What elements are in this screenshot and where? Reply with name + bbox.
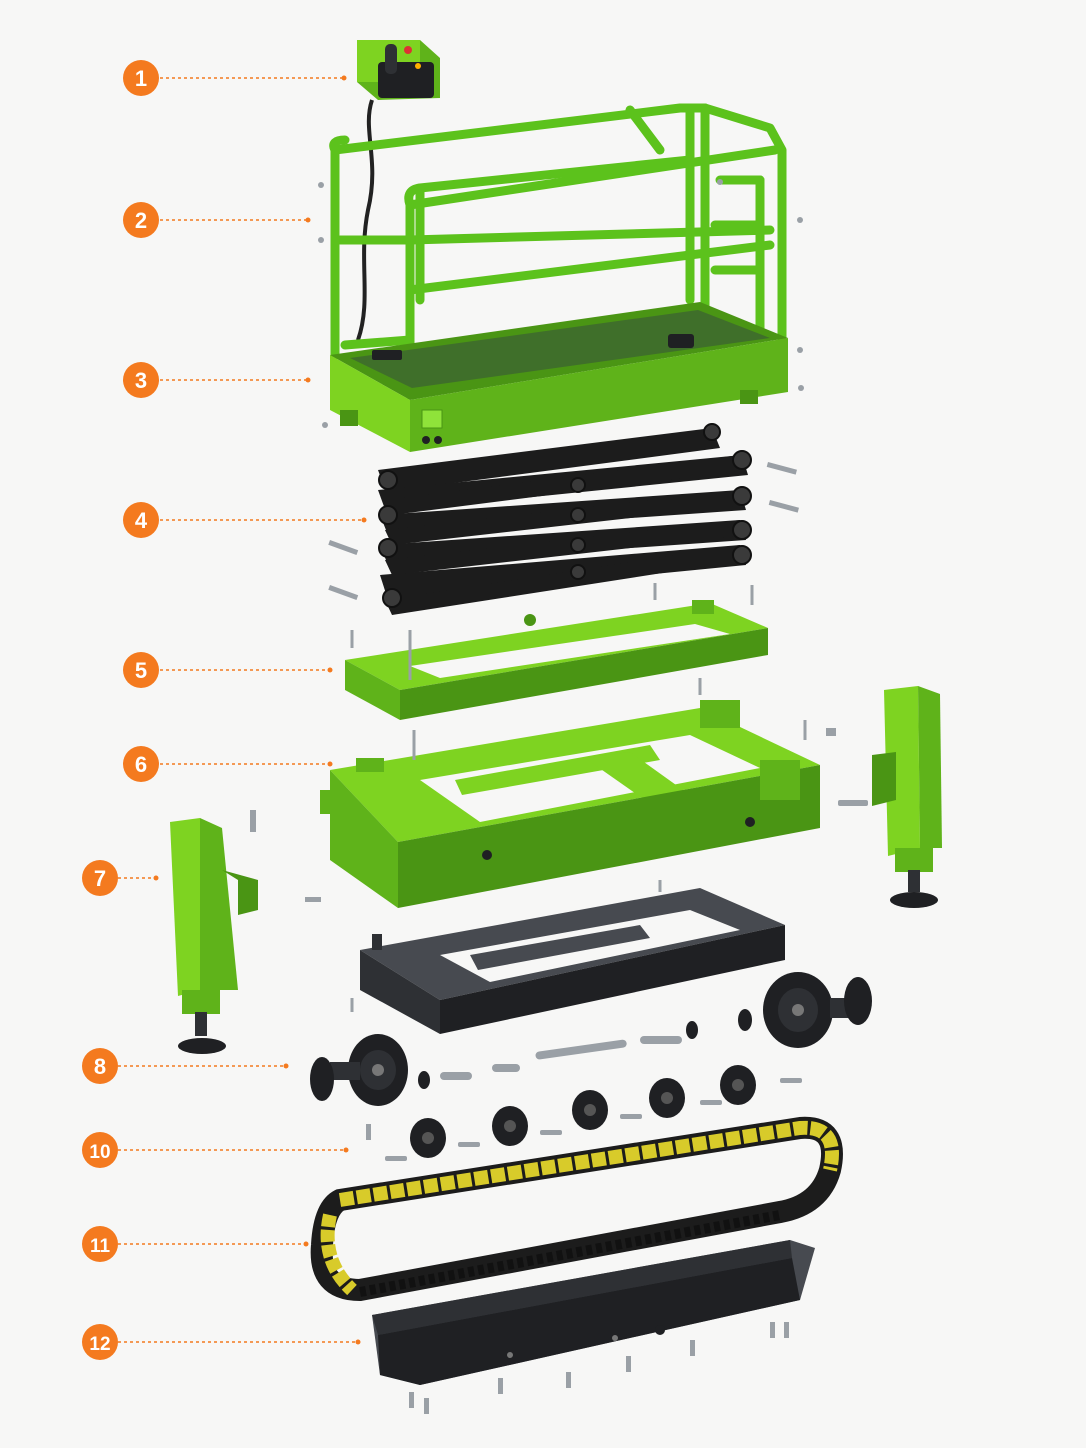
callout-5-number: 5 <box>135 658 147 683</box>
callout-2: 2 <box>123 202 159 238</box>
part-track-rollers <box>366 1065 802 1161</box>
part-drive-motors <box>310 972 872 1106</box>
part-platform-deck <box>322 302 804 452</box>
part-control-box <box>356 40 440 341</box>
callout-10-number: 10 <box>89 1142 110 1163</box>
part-outrigger-right <box>826 686 942 908</box>
callout-6: 6 <box>123 746 159 782</box>
callout-11: 11 <box>82 1226 118 1262</box>
callout-8: 8 <box>82 1048 118 1084</box>
part-chassis-frame <box>320 700 820 908</box>
part-rubber-track <box>310 1116 843 1302</box>
callout-2-number: 2 <box>135 208 147 233</box>
part-guardrails <box>318 103 803 400</box>
callout-leaders <box>118 75 367 1345</box>
callout-1-number: 1 <box>135 66 147 91</box>
callout-8-number: 8 <box>94 1054 106 1079</box>
callout-5: 5 <box>123 652 159 688</box>
callout-7: 7 <box>82 860 118 896</box>
part-upper-frame <box>345 583 768 720</box>
callout-6-number: 6 <box>135 752 147 777</box>
callout-3: 3 <box>123 362 159 398</box>
part-outrigger-left <box>170 810 321 1054</box>
callout-4-number: 4 <box>135 508 148 533</box>
part-base-frame <box>350 880 785 1034</box>
callout-7-number: 7 <box>94 866 106 891</box>
callout-4: 4 <box>123 502 159 538</box>
callout-12: 12 <box>82 1324 118 1360</box>
part-track-frame <box>372 1240 815 1414</box>
callout-12-number: 12 <box>89 1334 110 1355</box>
callout-3-number: 3 <box>135 368 147 393</box>
callout-1: 1 <box>123 60 159 96</box>
part-scissor-arms <box>328 423 799 615</box>
callout-11-number: 11 <box>90 1236 111 1257</box>
callout-10: 10 <box>82 1132 118 1168</box>
